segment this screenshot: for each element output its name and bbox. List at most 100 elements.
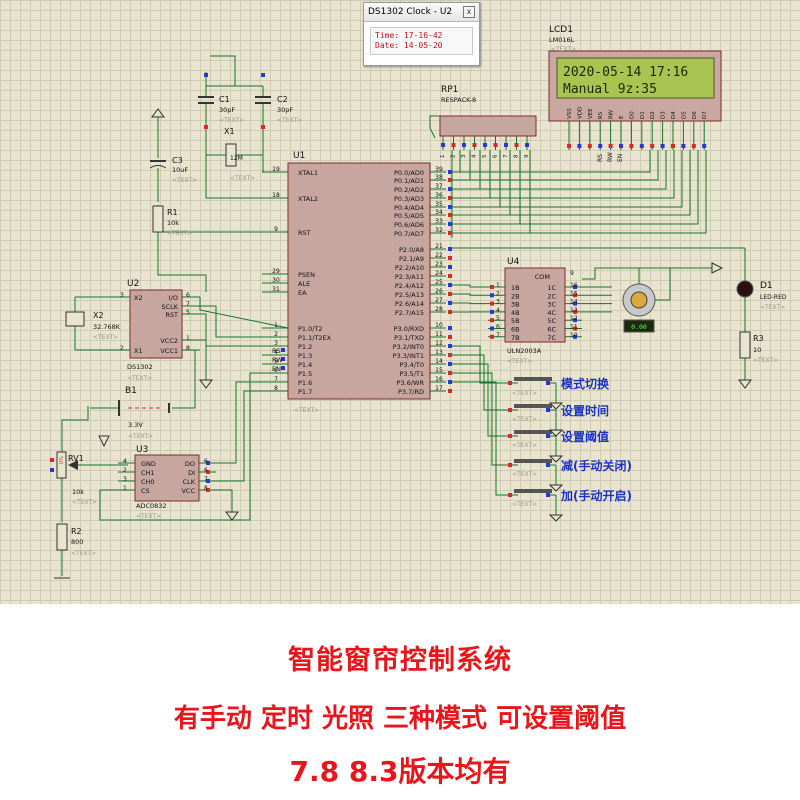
driver-input-number: 4 [496, 307, 500, 314]
p0-bus-wire [452, 150, 511, 216]
button-label[interactable]: 设置阈值 [561, 429, 609, 444]
driver-output-marker [573, 326, 577, 331]
rv1-marker [50, 458, 54, 462]
x2-value: 32.768K [93, 323, 121, 331]
mcu-pin-name: P0.6/AD6 [394, 221, 424, 229]
mcu-pin-name: P0.4/AD4 [394, 204, 424, 212]
mcu-pin-state-marker [448, 353, 452, 357]
led-d1 [736, 280, 754, 298]
rv1-ref: RV1 [68, 454, 84, 463]
mcu-pin-name: P3.1/TXD [394, 334, 424, 342]
mcu-pin-state-marker [448, 344, 452, 348]
p2-driver-wire [452, 293, 488, 296]
mcu-pin-number: 22 [435, 252, 443, 259]
button-marker [546, 408, 550, 412]
respack-pin-marker [451, 143, 456, 147]
text-placeholder-label: <TEXT> [512, 416, 537, 423]
lcd-pin-marker [702, 144, 707, 148]
lcd-pin-marker [577, 144, 582, 148]
ground-symbol [199, 379, 213, 389]
b1-ref: B1 [125, 386, 137, 396]
adc-pin-number: 1 [123, 485, 127, 492]
respack-pin-number: 8 [514, 154, 520, 158]
lcd-pin-marker [567, 144, 571, 148]
mcu-pin-name: XTAL1 [298, 169, 318, 177]
driver-output-marker [573, 301, 577, 306]
p0-bus-wire [452, 150, 471, 181]
button-label[interactable]: 加(手动开启) [560, 488, 632, 503]
r2-value: 800 [71, 538, 83, 546]
adc-pin-name: GND [141, 460, 156, 468]
mcu-pin-name: P3.2/INT0 [393, 343, 424, 351]
rtc-pin-number: 6 [186, 292, 190, 299]
rtc-pin-name: I/O [169, 294, 178, 302]
push-button-cap[interactable] [514, 489, 552, 493]
respack-ref: RP1 [441, 85, 458, 95]
mcu-pin-name: P0.1/AD1 [394, 177, 424, 185]
mcu-pin-state-marker [448, 326, 452, 330]
driver-output-number: 16 [570, 282, 578, 289]
lcd-pin-marker [608, 144, 613, 148]
lcd-net-label: RW [607, 152, 614, 162]
rv1-wiper-value: 0% [59, 456, 65, 464]
c1-marker [204, 73, 208, 77]
push-button-cap[interactable] [514, 404, 552, 408]
rtc-model: DS1302 [127, 363, 153, 371]
p2-driver-wire [452, 284, 488, 288]
driver-input-marker [490, 309, 494, 314]
push-button-cap[interactable] [514, 430, 552, 434]
ground-symbol [548, 455, 564, 463]
caption-versions: 7.8 8.3版本均有 [289, 755, 511, 788]
mcu-pin-number: 5 [274, 358, 278, 365]
clock-window[interactable]: DS1302 Clock - U2 x Time: 17-16-42 Date:… [363, 2, 480, 66]
clock-time-label: Time: [375, 31, 400, 40]
text-placeholder-label: <TEXT> [172, 177, 197, 184]
mcu-pin-name: P3.6/WR [397, 379, 425, 387]
mcu-pin-name: P3.7/RD [398, 388, 424, 396]
button-label[interactable]: 减(手动关闭) [561, 458, 632, 473]
rtc-pin-name: X1 [134, 347, 143, 355]
mcu-pin-number: 36 [435, 192, 443, 199]
rtc-ref: U2 [127, 279, 139, 289]
rtc-pin-name: RST [165, 311, 178, 319]
lcd-net-label: RS [597, 154, 604, 162]
mcu-pin-state-marker [448, 380, 452, 384]
adc-pin-marker [206, 479, 210, 483]
lcd-pin-marker [650, 144, 655, 148]
rst-rtc-wire [200, 313, 262, 347]
driver-output-name: 7C [547, 334, 556, 342]
lcd-pin-name: D3 [661, 111, 667, 119]
mcu-pin-number: 29 [272, 268, 280, 275]
text-placeholder-label: <TEXT> [136, 513, 161, 520]
c2-ref: C2 [277, 95, 288, 104]
mcu-pin-number: 18 [272, 192, 280, 199]
ground-symbol [548, 402, 564, 410]
push-button-cap[interactable] [514, 377, 552, 381]
mcu-pin-number: 7 [274, 376, 278, 383]
mcu-pin-state-marker [448, 256, 452, 260]
adc-pin-marker [206, 488, 210, 492]
text-placeholder-label: <TEXT> [512, 390, 537, 397]
mcu-pin-state-marker [448, 274, 452, 278]
button-label[interactable]: 模式切换 [561, 376, 610, 391]
mcu-pin-number: 12 [435, 340, 443, 347]
adc-do-wire [216, 381, 288, 464]
rtc-pin-number: 3 [120, 292, 124, 299]
c2-marker [261, 125, 265, 129]
push-button-cap[interactable] [514, 459, 552, 463]
adc-body [134, 454, 200, 502]
adc-pin-name: CH0 [141, 478, 155, 486]
close-icon[interactable]: x [463, 6, 475, 18]
mcu-pin-state-marker [448, 231, 452, 235]
mcu-pin-number: 15 [435, 367, 443, 374]
clock-time-row: Time: 17-16-42 [375, 31, 468, 41]
text-placeholder-label: <TEXT> [167, 230, 192, 237]
lcd-data-wire [480, 150, 667, 190]
driver-output-name: 3C [547, 301, 556, 309]
respack-pin-marker [483, 143, 487, 147]
mcu-pin-state-marker [448, 371, 452, 375]
mcu-pin-name: P2.3/A11 [395, 273, 424, 281]
driver-input-number: 1 [496, 282, 500, 289]
button-label[interactable]: 设置时间 [561, 403, 609, 418]
